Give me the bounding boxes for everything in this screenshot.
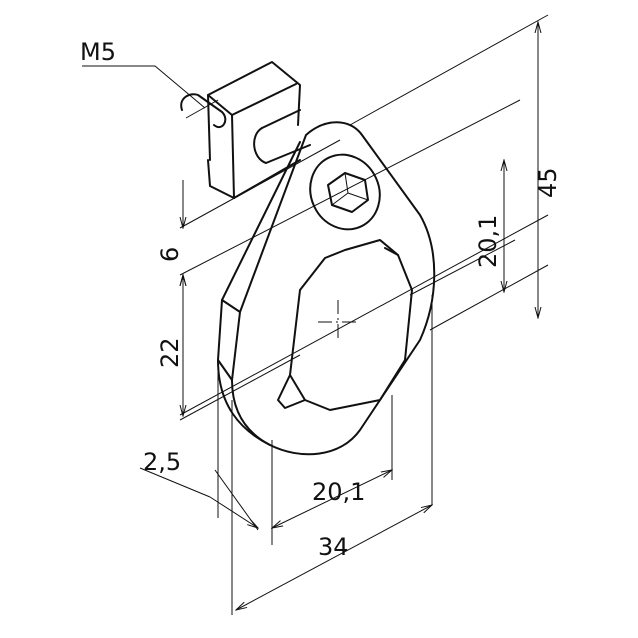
dimension-22: 22 [156,337,184,368]
t-nut [180,61,301,199]
thread-label: M5 [80,38,116,66]
bracket-plate [217,121,436,456]
extension-lines [139,14,549,615]
dimension-lines [82,22,538,610]
bolt-shaft [253,109,311,164]
dimension-34: 34 [318,533,349,561]
dimension-20-1-horizontal: 20,1 [312,478,365,506]
dimension-45: 45 [534,167,562,198]
dimension-6: 6 [156,247,184,262]
dimension-2-5: 2,5 [143,448,181,476]
dimension-20-1-vertical: 20,1 [474,215,502,268]
